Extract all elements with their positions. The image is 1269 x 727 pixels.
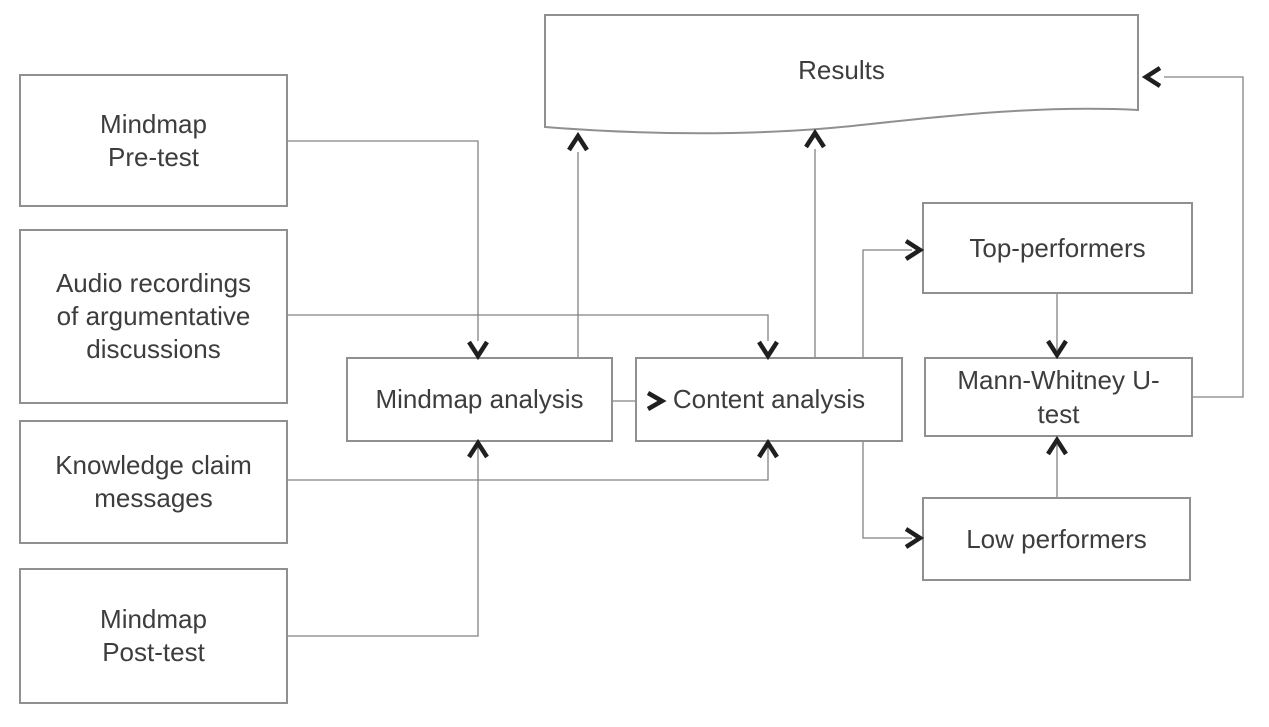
edge-knowledge-to-content-analysis: [287, 446, 769, 481]
node-mindmap-pretest-box: [19, 74, 288, 207]
edge-mann-whitney-to-results: [1164, 76, 1244, 398]
arrowhead-down-into-mindmap-analysis: [467, 340, 489, 361]
node-low-performers-box: [922, 497, 1191, 581]
edge-audio-to-content-analysis: [287, 314, 769, 341]
node-mann-whitney-box: [924, 357, 1193, 437]
node-mindmap-posttest-box: [19, 568, 288, 704]
edge-posttest-to-mindmap-analysis: [287, 446, 479, 637]
arrowhead-up-into-mann-whitney: [1046, 435, 1068, 456]
arrowhead-right-into-top-performers: [904, 239, 925, 261]
arrowhead-up-into-results-left: [567, 131, 589, 152]
arrowhead-up-into-content-analysis: [757, 438, 779, 459]
arrowhead-up-into-results-right: [804, 128, 826, 149]
node-mindmap-analysis-box: [346, 357, 613, 442]
arrowhead-down-into-content-analysis: [757, 340, 779, 361]
arrowhead-up-into-mindmap-analysis: [467, 438, 489, 459]
node-top-performers-box: [922, 202, 1193, 294]
node-knowledge-claim-box: [19, 420, 288, 544]
edge-content-analysis-to-low-performers: [862, 441, 912, 539]
arrowhead-left-into-results: [1141, 66, 1162, 88]
arrowhead-right-into-content-analysis: [646, 391, 667, 411]
node-audio-recordings-box: [19, 229, 288, 404]
node-results-document-shape: [544, 14, 1139, 135]
edge-content-analysis-to-top-performers: [862, 249, 912, 358]
arrowhead-right-into-low-performers: [904, 527, 925, 549]
edge-pretest-to-mindmap-analysis: [287, 140, 479, 341]
node-content-analysis-box: [635, 357, 903, 442]
arrowhead-down-into-mann-whitney: [1046, 339, 1068, 360]
